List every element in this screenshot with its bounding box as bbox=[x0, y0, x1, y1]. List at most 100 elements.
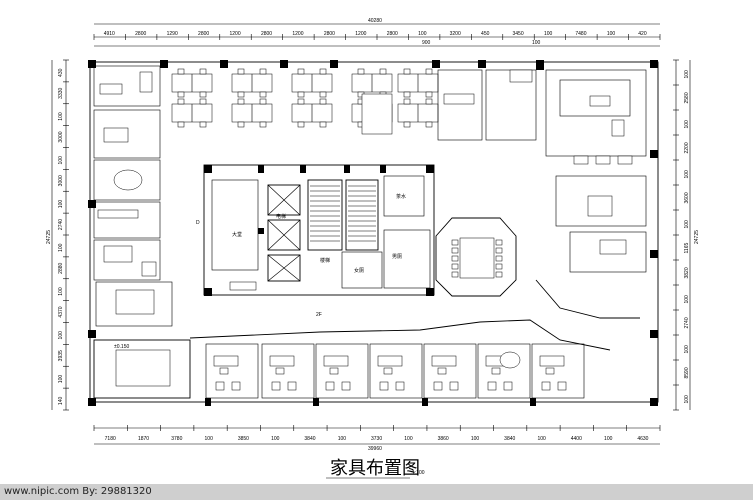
chair bbox=[177, 91, 185, 98]
central-core: 大堂 电梯 楼梯 男厕 女厕 茶水 bbox=[203, 164, 435, 296]
chair bbox=[199, 121, 207, 128]
chair bbox=[403, 68, 411, 75]
bottom-dim-11: 100 bbox=[471, 436, 480, 442]
bottom-dim-1: 1870 bbox=[138, 436, 149, 442]
private-office bbox=[423, 343, 477, 399]
armchair bbox=[557, 381, 567, 391]
chair bbox=[177, 121, 185, 128]
armchair bbox=[325, 381, 335, 391]
bottom-offices: ±0.150 bbox=[93, 281, 585, 399]
right-dim-13: 100 bbox=[684, 395, 690, 404]
chair bbox=[319, 98, 327, 105]
toilet-male-label: 男厕 bbox=[392, 254, 402, 260]
chair bbox=[437, 367, 447, 375]
chair bbox=[259, 91, 267, 98]
chair bbox=[237, 98, 245, 105]
right-dim-3: 2200 bbox=[684, 142, 690, 153]
left-dimensions: 24725 4303330100300010030001002740100288… bbox=[46, 59, 69, 411]
chair bbox=[329, 367, 339, 375]
top-left-offices bbox=[93, 65, 161, 281]
meeting-table bbox=[361, 93, 393, 135]
chair bbox=[297, 121, 305, 128]
chair bbox=[495, 239, 503, 246]
right-dim-4: 100 bbox=[684, 170, 690, 179]
top-dim-16: 100 bbox=[607, 31, 616, 37]
left-dim-13: 3935 bbox=[58, 350, 64, 361]
armchair bbox=[215, 381, 225, 391]
private-office bbox=[477, 343, 531, 399]
office-desk bbox=[539, 355, 565, 367]
right-dim-9: 100 bbox=[684, 295, 690, 304]
chair bbox=[545, 367, 555, 375]
chair bbox=[199, 68, 207, 75]
chair bbox=[259, 68, 267, 75]
left-dim-5: 3000 bbox=[58, 175, 64, 186]
left-dim-15: 140 bbox=[58, 397, 64, 406]
bottom-dim-7: 100 bbox=[338, 436, 347, 442]
chair bbox=[451, 263, 459, 270]
chair bbox=[199, 91, 207, 98]
armchair bbox=[231, 381, 241, 391]
private-office bbox=[315, 343, 369, 399]
chair bbox=[297, 91, 305, 98]
armchair bbox=[433, 381, 443, 391]
right-total-dim: 24725 bbox=[694, 230, 700, 244]
chair bbox=[425, 121, 433, 128]
office-desk bbox=[269, 355, 295, 367]
private-office bbox=[531, 343, 585, 399]
top-dim-2: 1290 bbox=[167, 31, 178, 37]
chair bbox=[319, 91, 327, 98]
bottom-dim-10: 3860 bbox=[438, 436, 449, 442]
armchair bbox=[503, 381, 513, 391]
room-code-2f: 2F bbox=[316, 312, 322, 318]
armchair bbox=[449, 381, 459, 391]
left-dim-8: 100 bbox=[58, 243, 64, 252]
chair bbox=[237, 121, 245, 128]
pantry-label: 茶水 bbox=[396, 193, 406, 200]
left-dim-9: 2880 bbox=[58, 262, 64, 273]
top-dim-3: 2800 bbox=[198, 31, 209, 37]
right-dim-2: 100 bbox=[684, 120, 690, 129]
left-total-dim: 24725 bbox=[46, 230, 52, 244]
chair bbox=[403, 98, 411, 105]
right-dim-5: 3600 bbox=[684, 192, 690, 203]
stair-core: 楼梯 bbox=[307, 179, 379, 264]
round-table bbox=[499, 351, 521, 369]
chair bbox=[491, 367, 501, 375]
chair bbox=[219, 367, 229, 375]
right-dimensions: 24725 1002580100220010036001001165382010… bbox=[673, 59, 700, 411]
chair bbox=[495, 247, 503, 254]
bottom-dim-9: 100 bbox=[404, 436, 413, 442]
elevator-bank: 电梯 bbox=[267, 184, 301, 282]
armchair bbox=[395, 381, 405, 391]
chair bbox=[425, 91, 433, 98]
chair bbox=[495, 263, 503, 270]
outer-walls bbox=[88, 60, 659, 406]
right-dim-12: 8590 bbox=[684, 367, 690, 378]
chair bbox=[451, 271, 459, 278]
chair bbox=[237, 68, 245, 75]
left-dim-0: 430 bbox=[58, 68, 64, 77]
chair bbox=[177, 68, 185, 75]
left-dim-4: 100 bbox=[58, 156, 64, 165]
chair bbox=[357, 68, 365, 75]
bottom-dim-14: 4400 bbox=[571, 436, 582, 442]
chair bbox=[495, 271, 503, 278]
bottom-dim-0: 7180 bbox=[105, 436, 116, 442]
chair bbox=[319, 68, 327, 75]
chair bbox=[297, 98, 305, 105]
top-dim-14: 100 bbox=[544, 31, 553, 37]
armchair bbox=[341, 381, 351, 391]
top-dim-1: 2800 bbox=[135, 31, 146, 37]
bottom-dim-15: 100 bbox=[604, 436, 613, 442]
drawing-title-block: 家具布置图 1:100 bbox=[326, 458, 425, 479]
armchair bbox=[541, 381, 551, 391]
chair bbox=[237, 91, 245, 98]
stair-label: 楼梯 bbox=[320, 257, 330, 264]
corridor-wall bbox=[189, 319, 611, 351]
left-dim-14: 100 bbox=[58, 375, 64, 384]
bottom-dim-13: 100 bbox=[537, 436, 546, 442]
corridor-wall-right bbox=[535, 279, 640, 319]
armchair bbox=[379, 381, 389, 391]
